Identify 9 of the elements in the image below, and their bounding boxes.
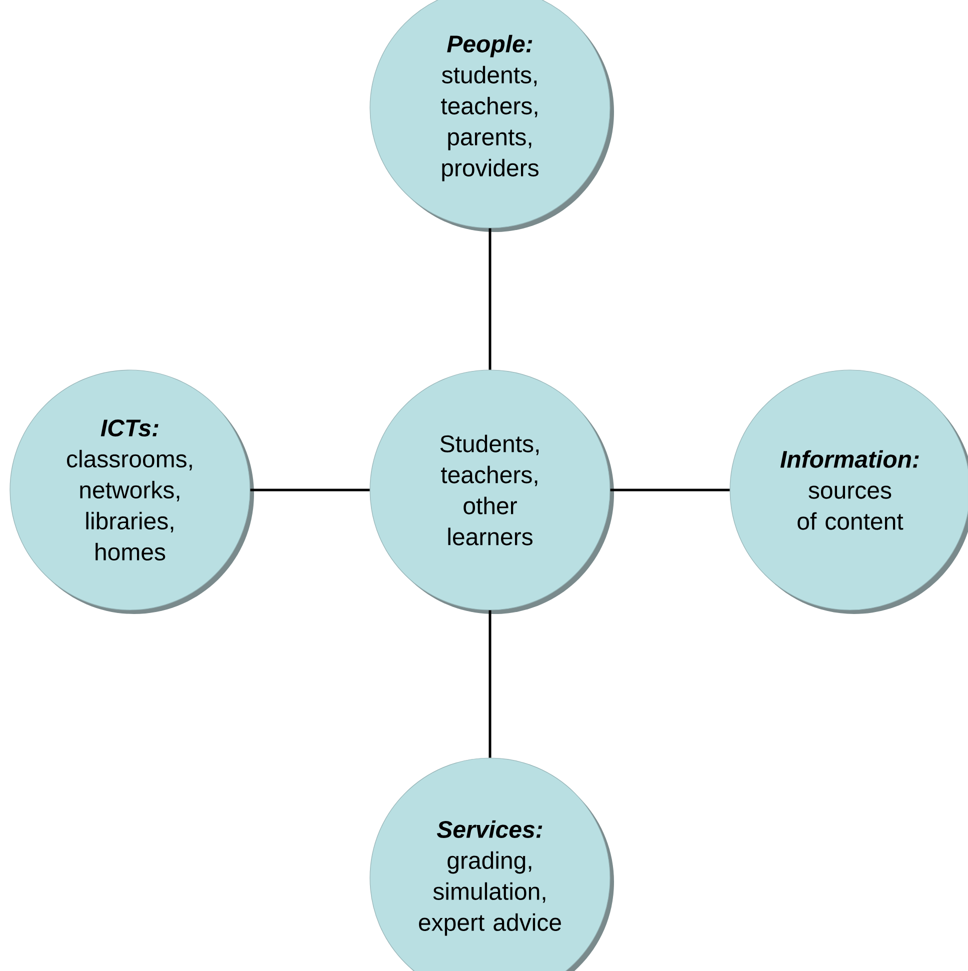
connector-line [250, 488, 370, 492]
connector-line [488, 228, 492, 370]
circle-node: Services: grading, simulation, expert advice [370, 758, 614, 971]
circle-node: ICTs: classrooms, networks, libraries, homes [10, 370, 254, 614]
connector-line [488, 610, 492, 758]
circle-node: People: students, teachers, parents, providers [370, 0, 614, 232]
circle-node: Students, teachers, other learners [370, 370, 614, 614]
connector-line [610, 488, 730, 492]
circle-node: Information: sources of content [730, 370, 968, 614]
